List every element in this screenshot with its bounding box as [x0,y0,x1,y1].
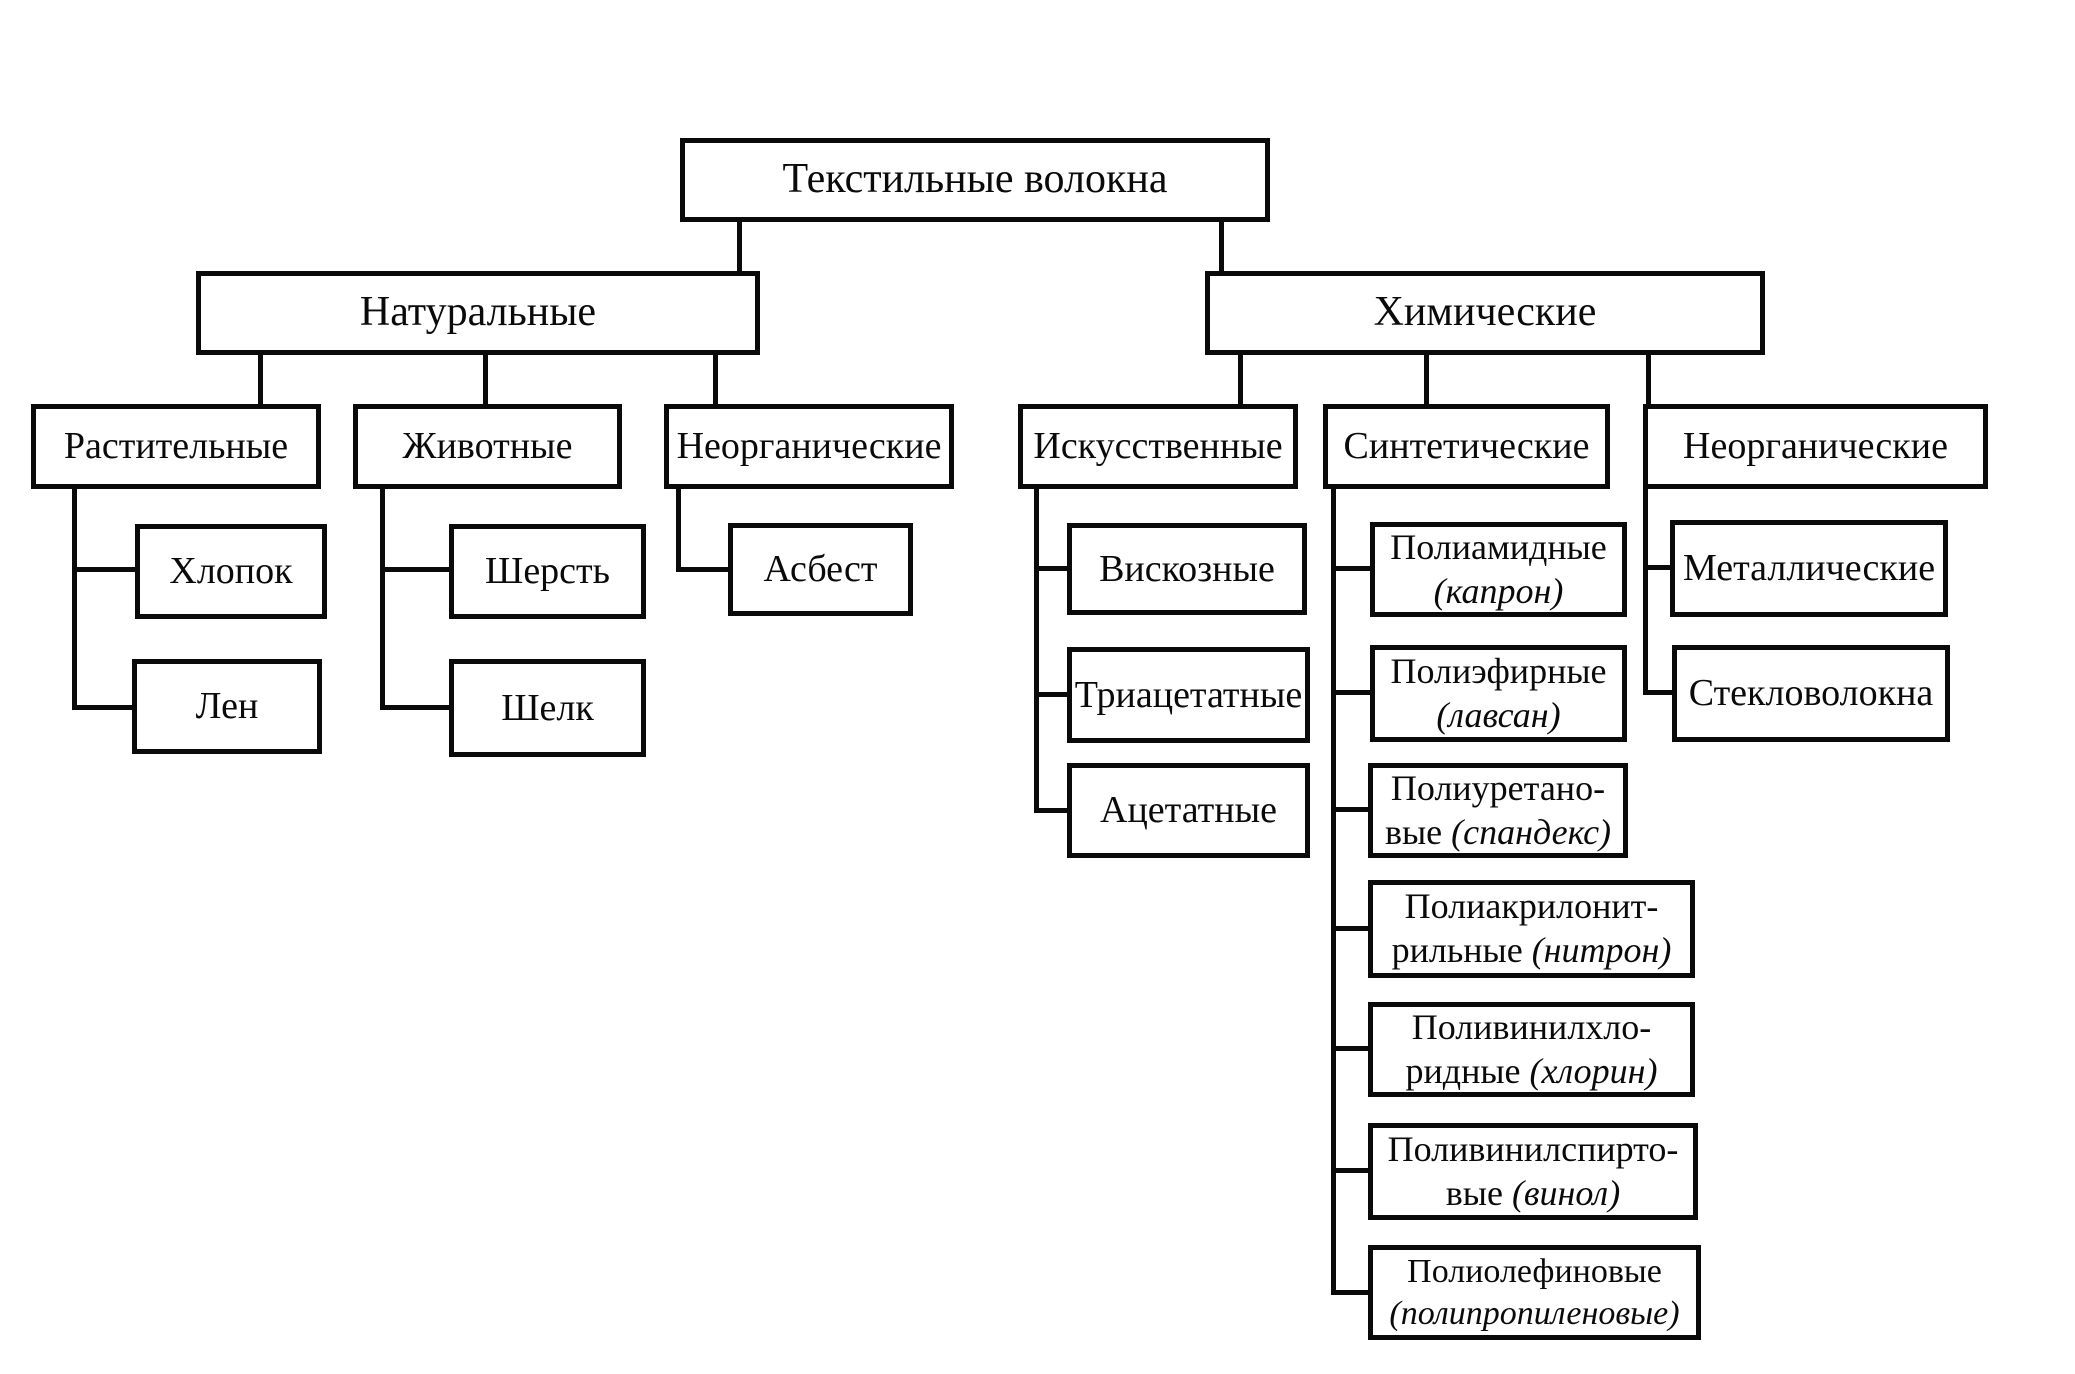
connector-artificial-trunk [1034,487,1039,813]
node-pvc: Поливинилхло- ридные (хлорин) [1368,1002,1695,1097]
connector-synthetic-polyolefin [1331,1290,1368,1295]
connector-synthetic-polyacrylonitrile [1331,926,1368,931]
connector-chemical-synthetic [1424,353,1429,406]
connector-synthetic-pva [1331,1168,1368,1173]
node-textile-fibers: Текстильные волокна [680,138,1270,222]
connector-artificial-acetate [1034,808,1067,813]
node-polyester: Полиэфирные (лавсан) [1370,645,1627,742]
connector-synthetic-trunk [1331,487,1336,1295]
node-polyamide: Полиамидные (капрон) [1370,522,1627,617]
connector-chemical-inorganic [1646,353,1651,406]
node-acetate: Ацетатные [1067,763,1310,858]
node-metallic: Металлические [1670,520,1948,617]
node-cotton: Хлопок [135,524,327,619]
connector-root-natural [737,220,742,273]
node-synthetic: Синтетические [1323,404,1610,489]
connector-chemical-artificial [1238,353,1243,406]
node-animal: Животные [353,404,622,489]
node-plant: Растительные [31,404,321,489]
connector-synthetic-pvc [1331,1046,1368,1051]
connector-inorganic-asbestos [676,567,728,572]
connector-artificial-triacetate [1034,692,1067,697]
node-polyurethane: Полиуретано- вые (спандекс) [1368,763,1628,858]
node-asbestos: Асбест [728,523,913,616]
connector-inorganic-nat-trunk [676,487,681,572]
connector-artificial-viscose [1034,566,1067,571]
node-flax: Лен [132,659,322,754]
connector-plant-trunk [72,487,77,710]
node-inorganic-natural: Неорганические [664,404,954,489]
connector-natural-inorganic [713,353,718,406]
connector-natural-plant [258,353,263,406]
node-polyacrylonitrile: Полиакрилонит- рильные (нитрон) [1368,880,1695,978]
node-natural: Натуральные [196,271,760,355]
node-pva: Поливинилспирто- вые (винол) [1368,1123,1698,1220]
connector-synthetic-polyamide [1331,566,1370,571]
connector-synthetic-polyester [1331,690,1370,695]
connector-root-chemical [1219,220,1224,273]
connector-natural-animal [483,353,488,406]
connector-synthetic-polyurethane [1331,807,1368,812]
node-chemical: Химические [1205,271,1765,355]
connector-animal-silk [380,705,449,710]
node-artificial: Искусственные [1018,404,1298,489]
node-polyolefin: Полиолефиновые (полипропиленовые) [1368,1245,1701,1340]
connector-inorganic-metallic [1643,565,1670,570]
node-glass-fiber: Стекловолокна [1672,645,1950,742]
connector-plant-flax [72,705,132,710]
connector-animal-wool [380,567,449,572]
connector-plant-cotton [72,567,135,572]
node-silk: Шелк [449,659,646,757]
connector-animal-trunk [380,487,385,710]
connector-inorganic-chem-trunk [1643,487,1648,695]
node-inorganic-chemical: Неорганические [1643,404,1988,489]
node-viscose: Вискозные [1067,523,1307,615]
connector-inorganic-glass [1643,690,1672,695]
node-wool: Шерсть [449,524,646,619]
node-triacetate: Триацетатные [1067,647,1310,743]
